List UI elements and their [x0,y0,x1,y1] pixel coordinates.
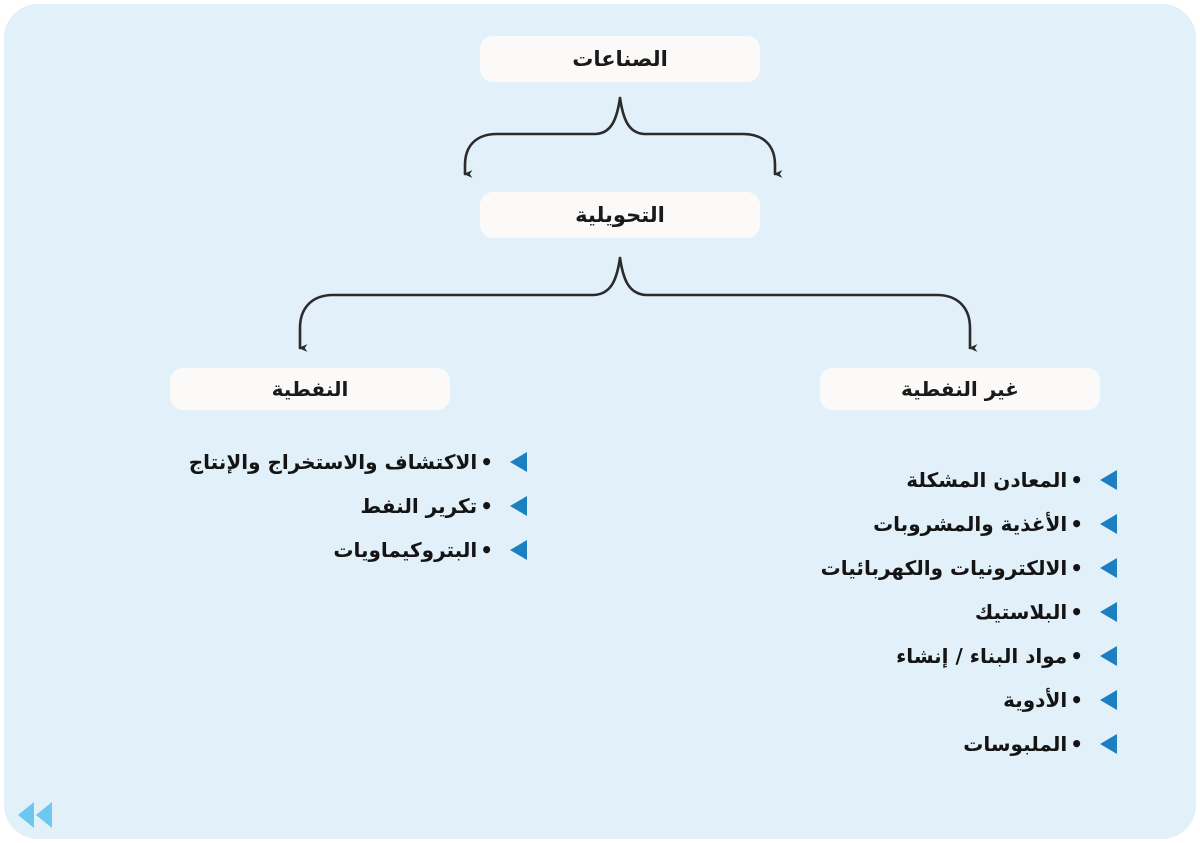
list-item-label: المعادن المشكلة [906,470,1083,490]
list-item[interactable]: البتروكيماويات [65,528,535,572]
list-item-label: الأغذية والمشروبات [873,514,1083,534]
list-item-label: الالكترونيات والكهربائيات [821,558,1083,578]
node-non-oil[interactable]: غير النفطية [820,368,1100,410]
triangle-left-icon [510,452,527,472]
triangle-left-icon [1100,514,1117,534]
list-item[interactable]: الأغذية والمشروبات [655,502,1125,546]
list-item[interactable]: الملبوسات [655,722,1125,766]
list-item[interactable]: المعادن المشكلة [655,458,1125,502]
node-industries[interactable]: الصناعات [480,36,760,82]
node-oil[interactable]: النفطية [170,368,450,410]
list-item[interactable]: الأدوية [655,678,1125,722]
node-manufacturing-label: التحويلية [575,203,665,227]
list-item-label: الاكتشاف والاستخراج والإنتاج [189,452,493,472]
node-oil-label: النفطية [271,377,349,401]
triangle-left-icon [510,540,527,560]
node-non-oil-label: غير النفطية [901,377,1019,401]
triangle-left-icon [1100,690,1117,710]
list-item-label: البلاستيك [975,602,1083,622]
rewind-double-left-icon[interactable] [14,800,58,830]
node-manufacturing[interactable]: التحويلية [480,192,760,238]
list-item-label: الملبوسات [963,734,1083,754]
node-industries-label: الصناعات [572,47,668,71]
triangle-left-icon [1100,470,1117,490]
triangle-left-icon [1100,646,1117,666]
list-item[interactable]: البلاستيك [655,590,1125,634]
list-item[interactable]: تكرير النفط [65,484,535,528]
triangle-left-icon [510,496,527,516]
list-item[interactable]: الاكتشاف والاستخراج والإنتاج [65,440,535,484]
triangle-left-icon [1100,602,1117,622]
list-item-label: مواد البناء / إنشاء [896,646,1083,666]
list-item-label: تكرير النفط [360,496,493,516]
oil-item-list: الاكتشاف والاستخراج والإنتاج تكرير النفط… [65,440,535,572]
list-item-label: البتروكيماويات [333,540,493,560]
triangle-left-icon [1100,734,1117,754]
non-oil-item-list: المعادن المشكلة الأغذية والمشروبات الالك… [655,458,1125,766]
list-item[interactable]: الالكترونيات والكهربائيات [655,546,1125,590]
list-item-label: الأدوية [1003,690,1083,710]
list-item[interactable]: مواد البناء / إنشاء [655,634,1125,678]
triangle-left-icon [1100,558,1117,578]
